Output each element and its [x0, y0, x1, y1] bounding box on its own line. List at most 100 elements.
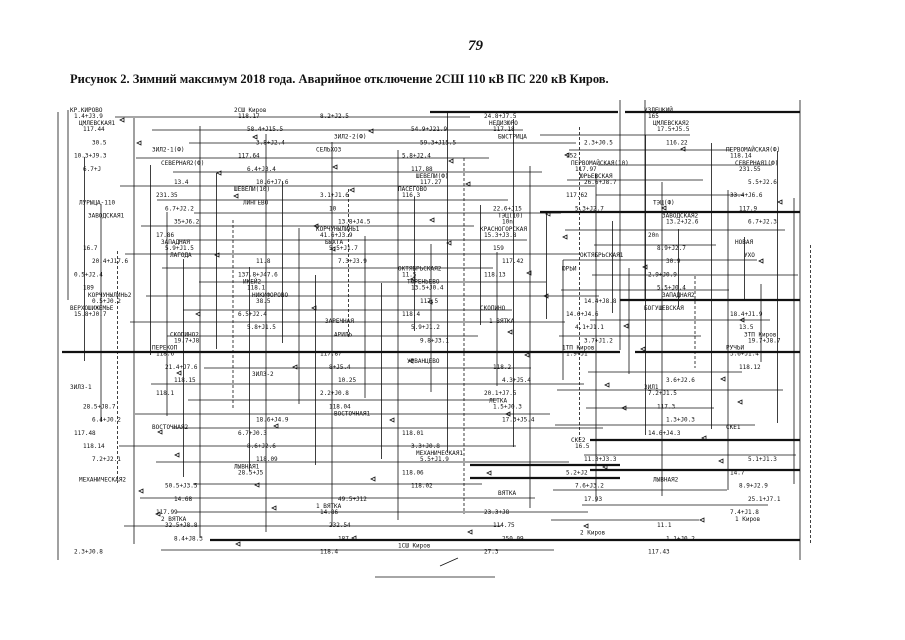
flow-arrow [254, 482, 260, 488]
flow-arrow [486, 470, 492, 476]
reading-label: 6.7+J0.3 [238, 430, 267, 437]
reading-label: 13.2+J2.6 [666, 219, 699, 226]
reading-label: 118.04 [329, 403, 351, 410]
reading-label: 14.6+J4.3 [648, 430, 681, 437]
flow-arrow [273, 423, 279, 429]
reading-label: 5.5+J1.9 [420, 456, 449, 463]
node-label: ЛЫВНАЯ2 [653, 477, 679, 484]
reading-label: 116.3 [402, 192, 420, 199]
flow-arrow [216, 170, 222, 176]
flow-arrow [119, 117, 125, 123]
reading-label: 117.3 [657, 403, 675, 410]
node-label: ЦМЛЕВСКАЯ1 [79, 120, 116, 127]
flow-arrow [777, 199, 783, 205]
flow-arrow [524, 352, 530, 358]
reading-label: 21.4+J7.6 [165, 364, 198, 371]
flow-arrow [349, 187, 355, 193]
reading-label: 1.3+J0.3 [666, 417, 695, 424]
reading-label: 118.01 [402, 430, 424, 437]
flow-arrow [623, 323, 629, 329]
reading-label: 6.5+J2.4 [238, 311, 267, 318]
reading-label: 17.3+J5.4 [502, 417, 535, 424]
reading-label: 28.5+J8.7 [83, 403, 116, 410]
reading-label: 13.5 [739, 324, 754, 331]
reading-label: 10 [329, 205, 337, 212]
reading-label: 3.1+J1.6 [320, 192, 349, 199]
node-label: КОРЧУНЫЛИНЬ1 [316, 226, 360, 233]
reading-label: 114.75 [493, 522, 515, 529]
node-label: БЫХТА [325, 239, 343, 246]
reading-label: 7.4+J1.8 [730, 509, 759, 516]
node-label: УРВАНЦЕВО [407, 358, 440, 365]
flow-arrow [427, 299, 433, 305]
reading-label: 118.1 [247, 285, 265, 292]
flow-arrow [621, 405, 627, 411]
flow-arrow [448, 158, 454, 164]
reading-label: 17.93 [584, 496, 602, 503]
reading-label: 152 [566, 153, 577, 160]
node-label: СЕЛЬХОЗ [316, 147, 342, 154]
flow-arrow [313, 223, 319, 229]
reading-label: 5.9+J1.5 [165, 245, 194, 252]
reading-label: 23.3+J8 [484, 509, 510, 516]
reading-label: 187 [338, 535, 349, 542]
node-label: СЕВЕРНАЯ2(Ф) [161, 160, 204, 167]
reading-label: 14.86 [320, 509, 338, 516]
reading-label: 117.48 [74, 430, 96, 437]
flow-arrow [138, 488, 144, 494]
flow-arrow [332, 164, 338, 170]
node-label: НОВАЯ [735, 239, 753, 246]
reading-label: 11.3+J3.3 [584, 456, 617, 463]
reading-label: 250.09 [502, 535, 524, 542]
reading-label: 1.1+J0.2 [666, 535, 695, 542]
flow-arrow [602, 464, 608, 470]
node-label: ВЯТКА [498, 490, 516, 497]
reading-label: 117.9 [739, 205, 757, 212]
reading-label: 8.6+J2.6 [247, 443, 276, 450]
reading-label: 8.9+J2.7 [657, 245, 686, 252]
node-label: ТЭЦ(10) [498, 213, 523, 220]
reading-label: 4.1+J1.1 [575, 324, 604, 331]
node-label: ЗИЛ1 [644, 384, 659, 391]
reading-label: 0.5+J0.2 [92, 298, 121, 305]
reading-label: 7.3+J3.9 [338, 258, 367, 265]
reading-label: 7.2+J1.5 [648, 390, 677, 397]
reading-label: 14.68 [174, 496, 192, 503]
node-label: ЗАРЕЧНАЯ [325, 318, 354, 325]
reading-label: 117.62 [566, 192, 588, 199]
reading-label: 231.55 [739, 166, 761, 173]
flow-arrow [545, 211, 551, 217]
node-label: ЦМЛЕВСКАЯ2 [653, 120, 690, 127]
flow-arrow [195, 311, 201, 317]
node-label: ЗАПАДНАЯ2 [662, 292, 695, 299]
reading-label: 118.09 [256, 456, 278, 463]
reading-label: 117.18 [493, 126, 515, 133]
reading-label: 3.7+J1.2 [584, 337, 613, 344]
flow-arrow [214, 252, 220, 258]
node-label: НИКИФОРОВО [252, 292, 289, 299]
reading-label: 165 [648, 113, 659, 120]
reading-label: 1.5+J0.3 [493, 403, 522, 410]
reading-label: 118.02 [411, 483, 433, 490]
reading-label: 38.5 [256, 298, 271, 305]
flow-arrow [758, 258, 764, 264]
reading-label: 13.8+J4.5 [338, 219, 371, 226]
node-label: СКОПИНО [480, 305, 506, 312]
reading-label: 9.8+J3.1 [420, 337, 449, 344]
flow-arrow [640, 346, 646, 352]
flow-arrow [446, 240, 452, 246]
flow-arrow [136, 140, 142, 146]
node-label: ШЕВЕЛИ(10) [234, 186, 270, 193]
reading-label: 10n [502, 219, 513, 226]
flow-arrow [642, 264, 648, 270]
flow-arrow [271, 505, 277, 511]
reading-label: 117.64 [238, 153, 260, 160]
node-label: ЛЕТКА [489, 397, 507, 404]
reading-label: 49.5+J12 [338, 496, 367, 503]
node-label: ВЕРХОШИЖЕМЬЕ [70, 305, 114, 312]
flow-arrow [155, 511, 161, 517]
reading-label: 232.54 [329, 522, 351, 529]
scheme-frame [57, 100, 801, 560]
figure-caption: Рисунок 2. Зимний максимум 2018 года. Ав… [70, 72, 609, 86]
